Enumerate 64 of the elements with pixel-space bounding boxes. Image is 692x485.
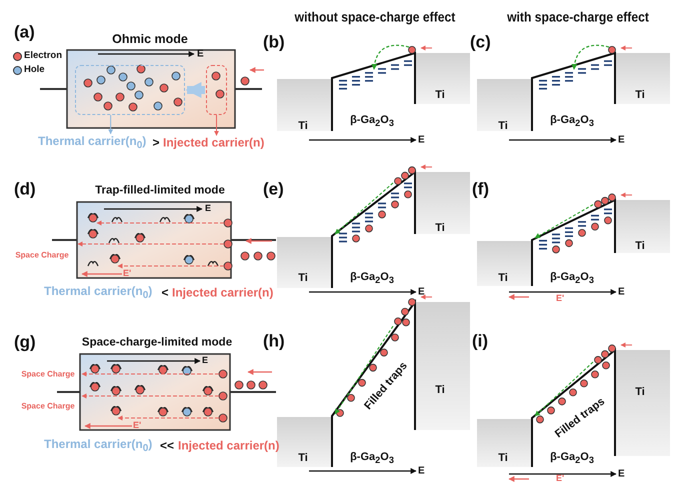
comparison-sign: <	[162, 286, 168, 300]
panel-title: Ohmic mode	[112, 33, 188, 47]
carrier-label: Thermal carrier(n$_{0}$)	[38, 134, 146, 152]
electrode-label: Ti	[498, 120, 508, 132]
electrode-label: Ti	[435, 88, 445, 102]
block-arrow	[185, 82, 205, 98]
column-heading: without space-charge effect	[294, 10, 456, 26]
field-label: E'	[556, 474, 564, 484]
panel-title: Space-charge-limited mode	[82, 336, 232, 350]
field-label: E'	[133, 421, 142, 431]
comparison-sign: <<	[160, 439, 174, 453]
panel-title: Trap-filled-limited mode	[95, 184, 225, 198]
field-label: E	[418, 134, 425, 146]
space-charge-label: Space Charge	[15, 252, 69, 260]
field-label: E	[618, 468, 625, 480]
panel-letter: (g)	[14, 334, 36, 352]
electrode-label: Ti	[498, 452, 508, 464]
panel-letter: (i)	[472, 332, 488, 352]
panel-letter: (h)	[263, 332, 285, 352]
field-label: E	[202, 356, 208, 366]
electrode-label: Ti	[435, 384, 445, 396]
material-label: β-Ga$_{2}$O$_{3}$	[550, 450, 594, 466]
carrier-label: Injected carrier(n)	[163, 136, 264, 150]
carrier-label: Thermal carrier(n$_{0}$)	[44, 284, 152, 302]
legend-label: Hole	[24, 64, 45, 76]
electrode-label: Ti	[635, 88, 645, 102]
field-label: E	[418, 466, 425, 476]
panel-letter: (f)	[472, 180, 489, 200]
material-label: β-Ga$_{2}$O$_{3}$	[550, 270, 594, 286]
field-label: E	[418, 286, 425, 298]
panel-letter: (a)	[14, 24, 35, 42]
material-label: β-Ga$_{2}$O$_{3}$	[350, 114, 394, 128]
electrode-label: Ti	[635, 240, 645, 252]
comparison-sign: >	[152, 136, 160, 150]
material-label: β-Ga$_{2}$O$_{3}$	[350, 450, 394, 466]
electrode-label: Ti	[498, 272, 508, 284]
electrode-label: Ti	[298, 272, 308, 284]
dashed-region	[75, 65, 185, 115]
field-label: E'	[556, 294, 564, 304]
panel-letter: (e)	[263, 180, 284, 200]
dashed-region	[206, 65, 227, 115]
panel-letter: (c)	[470, 34, 491, 52]
electrode-label: Ti	[435, 222, 445, 234]
material-label: β-Ga$_{2}$O$_{3}$	[550, 114, 594, 128]
leader-arrow	[214, 114, 219, 136]
electrode-label: Ti	[298, 120, 308, 132]
field-label: E	[197, 48, 204, 60]
leader-arrow	[108, 114, 114, 134]
material-label: β-Ga$_{2}$O$_{3}$	[350, 270, 394, 286]
space-charge-label: Space Charge	[21, 370, 75, 380]
carrier-label: Injected carrier(n)	[172, 286, 274, 300]
field-label: E	[205, 204, 212, 214]
carrier-label: Thermal carrier(n$_{0}$)	[44, 438, 152, 454]
carrier-label: Injected carrier(n)	[178, 439, 280, 453]
field-label: E	[618, 286, 625, 298]
column-heading: with space-charge effect	[507, 10, 649, 26]
panel-letter: (d)	[14, 180, 36, 200]
space-charge-label: Space Charge	[21, 402, 75, 412]
panel-letter: (b)	[263, 34, 285, 52]
legend-label: Electron	[24, 50, 62, 62]
field-label: E'	[123, 269, 132, 279]
electrode-label: Ti	[298, 452, 308, 464]
electrode-label: Ti	[635, 386, 645, 398]
field-label: E	[618, 134, 625, 146]
